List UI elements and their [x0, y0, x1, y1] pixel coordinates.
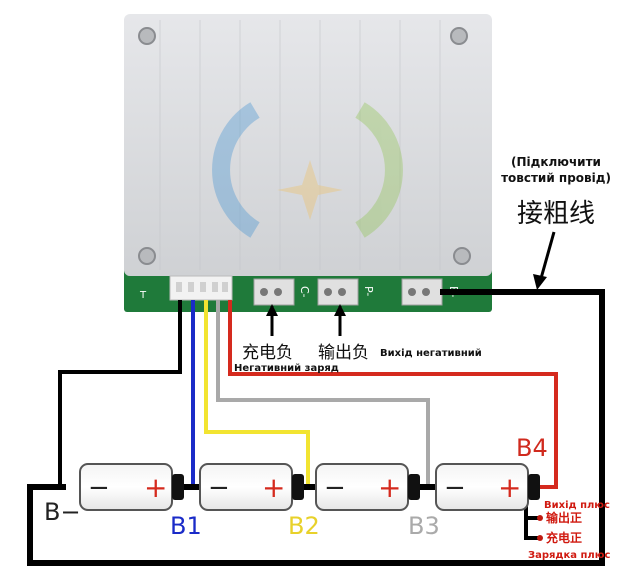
cell-signs: − + − + − + − +	[88, 471, 521, 504]
terminal-pads	[253, 278, 443, 306]
output-positive-cn: 输出正	[546, 510, 582, 525]
node-label-b4: B4	[516, 434, 548, 462]
output-negative-cn: 输出负	[318, 343, 369, 363]
charge-negative-cn: 充电负	[242, 343, 293, 363]
cell-2-minus-sign: −	[208, 473, 230, 503]
battery-cell-2	[199, 463, 304, 511]
bms-board: T C- P- B-	[124, 14, 492, 312]
screws	[138, 27, 471, 265]
output-positive-ua: Вихід плюс	[544, 500, 610, 511]
thick-wire-note-cn: 接粗线	[517, 199, 595, 229]
charge-positive-cn: 充电正	[546, 530, 582, 545]
thick-wire-note-ua-line2: товстий провід)	[501, 171, 611, 185]
cell-4-plus-sign: +	[498, 471, 521, 504]
thick-wire-note-ua-line1: (Підключити	[511, 155, 601, 169]
node-label-b-minus: B−	[44, 498, 81, 526]
pin-label-t: T	[139, 290, 147, 301]
wire-black-sense	[58, 300, 182, 487]
screw-icon	[138, 247, 156, 265]
wire-charge-positive	[524, 518, 538, 540]
battery-cell-3	[315, 463, 420, 511]
terminal-dot	[537, 515, 543, 521]
screw-icon	[138, 27, 156, 45]
charge-negative-ua: Негативний заряд	[234, 363, 339, 374]
wire-thick-b-minus	[27, 289, 605, 566]
output-terminals	[537, 515, 543, 541]
wires	[27, 289, 605, 566]
cell-3-minus-sign: −	[324, 473, 346, 503]
terminal-dot	[537, 535, 543, 541]
balance-connector-pins	[176, 282, 228, 292]
arrow-down-icon	[533, 274, 547, 290]
node-label-b3: B3	[408, 512, 440, 540]
output-negative-ua: Вихід негативний	[380, 348, 482, 359]
cell-4-minus-sign: −	[444, 473, 466, 503]
wire-yellow-b2	[204, 300, 310, 487]
pin-label-c-minus: C-	[298, 286, 311, 298]
pin-label-p-minus: P-	[362, 286, 375, 296]
cell-1-plus-sign: +	[144, 471, 167, 504]
screw-icon	[450, 27, 468, 45]
battery-cells	[79, 463, 540, 511]
heatsink	[124, 14, 492, 276]
node-label-b2: B2	[288, 512, 320, 540]
battery-cell-4	[435, 463, 540, 511]
annotation-arrows	[266, 231, 556, 336]
arrow-up-icon	[334, 304, 346, 316]
cell-2-plus-sign: +	[262, 471, 285, 504]
watermark-logo	[212, 102, 403, 238]
wire-red-b4	[228, 300, 558, 489]
node-label-b1: B1	[170, 512, 202, 540]
charge-positive-ua: Зарядка плюс	[528, 550, 610, 561]
arrow-up-icon	[266, 304, 278, 316]
battery-cell-1	[79, 463, 184, 511]
wire-gray-b3	[216, 300, 430, 487]
screw-icon	[453, 247, 471, 265]
heatsink-fins	[159, 20, 441, 270]
cell-3-plus-sign: +	[378, 471, 401, 504]
cell-1-minus-sign: −	[88, 473, 110, 503]
